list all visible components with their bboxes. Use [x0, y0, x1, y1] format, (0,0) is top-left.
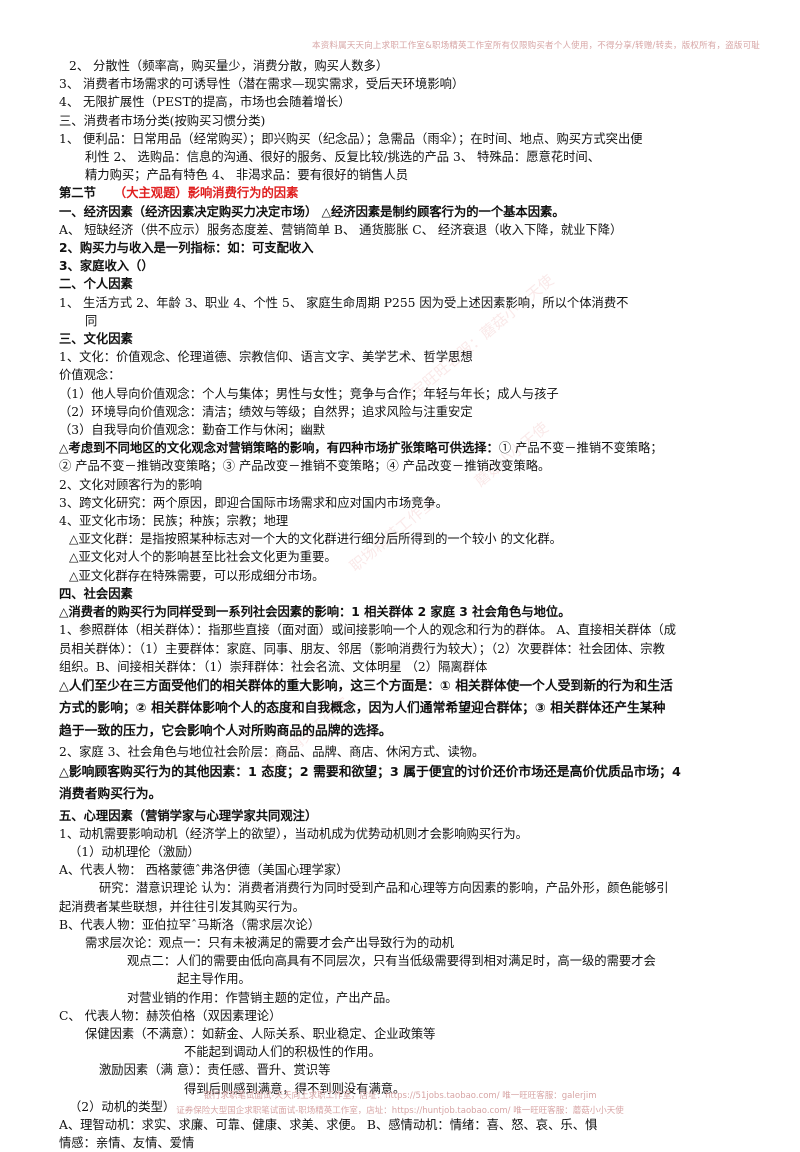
text-line: 3、 消费者市场需求的可诱导性（潜在需求—现实需求，受后天环境影响） — [59, 77, 465, 92]
section-heading: 第二节 （大主观题）影响消费行为的因素 — [59, 184, 759, 202]
text-line: ② 产品不变－推销改变策略；③ 产品改变－推销不变策略；④ 产品改变－推销改变策… — [59, 459, 551, 474]
text-line: A、 短缺经济（供不应示）服务态度差、营销简单 B、 通货膨胀 C、 经济衰退（… — [59, 222, 623, 237]
bold-text: △考虑到不同地区的文化观念对营销策略的影响，有四种市场扩张策略可供选择： — [59, 441, 499, 456]
heading-line: 四、社会因素 — [59, 586, 133, 601]
text-line: （1）动机理伦（激励） — [69, 845, 200, 860]
text-line: 4、 无限扩展性（PEST的提高，市场也会随着增长） — [59, 95, 351, 110]
footer-line-1: 银行求职笔试面试-天天向上求职工作室，店址：https://51jobs.tao… — [203, 1091, 597, 1101]
text-line: C、 代表人物：赫茨伯格（双因素理论） — [59, 1008, 282, 1023]
text-line: （1）他人导向价值观念：个人与集体；男性与女性；竞争与合作；年轻与年长；成人与孩… — [59, 386, 559, 401]
text-line: 员相关群体）：（1）主要群体：家庭、同事、朋友、邻居（影响消费行为较大）；（2）… — [59, 641, 665, 656]
text-line: 研究：潜意识理论 认为：消费者消费行为同时受到产品和心理等方向因素的影响，产品外… — [99, 881, 669, 896]
text-line: 保健因素（不满意）：如薪金、人际关系、职业稳定、企业政策等 — [85, 1027, 436, 1042]
text-line: 2、文化对顾客行为的影响 — [59, 477, 203, 492]
text-line: 利性 2、 选购品：信息的沟通、很好的服务、反复比较/挑选的产品 3、 特殊品：… — [85, 150, 601, 165]
heading-line: 消费者购买行为。 — [59, 787, 162, 803]
text-line: 1、动机需要影响动机（经济学上的欲望），当动机成为优势动机则才会影响购买行为。 — [59, 826, 528, 841]
heading-line: 一、经济因素（经济因素决定购买力决定市场） △经济因素是制约顾客行为的一个基本因… — [59, 204, 565, 219]
text-line: 得到后则感到满意，得不到则没有满意。 — [184, 1081, 406, 1096]
mixed-line: △考虑到不同地区的文化观念对营销策略的影响，有四种市场扩张策略可供选择：① 产品… — [59, 439, 759, 457]
text-line: 同 — [85, 313, 98, 328]
text-line: 观点二：人们的需要由低向高具有不同层次，只有当低级需要得到相对满足时，高一级的需… — [127, 954, 656, 969]
text-line: 组织。B、间接相关群体：（1）崇拜群体：社会名流、文体明星 （2）隔离群体 — [59, 659, 488, 674]
text-line: 1、文化：价值观念、伦理道德、宗教信仰、语言文字、美学艺术、哲学思想 — [59, 350, 473, 365]
text-line: 起消费者某些联想，并往往引发其购买行为。 — [59, 899, 305, 914]
heading-line: 三、文化因素 — [59, 332, 133, 347]
text-line: 不能起到调动人们的积极性的作用。 — [184, 1045, 381, 1060]
heading-line: 3、家庭收入（） — [59, 259, 154, 274]
heading-line: 方式的影响；② 相关群体影响个人的态度和自我概念，因为人们通常希望迎合群体；③ … — [59, 701, 666, 717]
text-line: 精力购买；产品有特色 4、 非渴求品：要有很好的销售人员 — [85, 168, 409, 183]
text-line: 对营业销的作用：作营销主题的定位，产出产品。 — [127, 990, 398, 1005]
text-line: △亚文化对人个的影响甚至比社会文化更为重要。 — [69, 550, 337, 565]
text-line: 情感：亲情、友情、爱情 — [59, 1136, 195, 1151]
text-line: 1、参照群体（相关群体）：指那些直接（面对面）或间接影响一个人的观念和行为的群体… — [59, 623, 677, 638]
text-line: 2、 分散性（频率高，购买量少，消费分散，购买人数多） — [69, 59, 389, 73]
heading-line: △消费者的购买行为同样受到一系列社会因素的影响：1 相关群体 2 家庭 3 社会… — [59, 605, 571, 620]
section-number: 第二节 — [59, 186, 96, 201]
text-line: 起主导作用。 — [177, 972, 251, 987]
text-line: 价值观念： — [59, 368, 121, 383]
footer-line-2: 证券保险大型国企求职笔试面试-职场精英工作室，店址：https://huntjo… — [176, 1106, 624, 1116]
heading-line: △影响顾客购买行为的其他因素：1 态度；2 需要和欲望；3 属于便宜的讨价还价市… — [59, 764, 681, 780]
text-line: B、代表人物：亚伯拉罕ˆ马斯洛（需求层次论） — [59, 917, 321, 932]
text-line: 需求层次论：观点一：只有未被满足的需要才会产出导致行为的动机 — [85, 936, 454, 951]
section-title: （大主观题）影响消费行为的因素 — [113, 186, 299, 201]
text: ① 产品不变－推销不变策略； — [498, 441, 663, 456]
text-line: （3）自我导向价值观念：勤奋工作与休闲；幽默 — [59, 423, 326, 438]
heading-line: △人们至少在三方面受他们的相关群体的重大影响，这三个方面是：① 相关群体使一个人… — [59, 678, 673, 694]
text-line: 4、亚文化市场：民族；种族；宗教；地理 — [59, 514, 289, 529]
text-line: 3、跨文化研究：两个原因，即迎合国际市场需求和应对国内市场竞争。 — [59, 495, 449, 510]
document-body: 2、 分散性（频率高，购买量少，消费分散，购买人数多） 3、 消费者市场需求的可… — [59, 57, 759, 1152]
text-line: A、理智动机：求实、求廉、可靠、健康、求美、求便。 B、感情动机：情绪：喜、怒、… — [59, 1118, 598, 1133]
text-line: △亚文化群：是指按照某种标志对一个大的文化群进行细分后所得到的一个较小 的文化群… — [69, 532, 562, 547]
text-line: 2、家庭 3、社会角色与地位社会阶层：商品、品牌、商店、休闲方式、读物。 — [59, 745, 485, 760]
heading-line: 五、心理因素（营销学家与心理学家共同观注） — [59, 808, 318, 823]
text-line: 三、消费者市场分类(按购买习惯分类) — [59, 113, 266, 128]
heading-line: 2、购买力与收入是一列指标：如：可支配收入 — [59, 241, 314, 256]
text-line: A、代表人物： 西格蒙德ˆ弗洛伊德（美国心理学家） — [59, 863, 349, 878]
heading-line: 二、个人因素 — [59, 277, 133, 292]
page-header-notice: 本资料属天天向上求职工作室&职场精英工作室所有仅限购买者个人使用，不得分享/转赠… — [312, 41, 760, 51]
text-line: （2）环境导向价值观念：清洁；绩效与等级；自然界；追求风险与注重安定 — [59, 404, 473, 419]
text-line: （2）动机的类型） — [69, 1099, 176, 1114]
text-line: 1、 便利品：日常用品（经常购买）；即兴购买（纪念品）；急需品（雨伞）；在时间、… — [59, 131, 643, 146]
text-line: 激励因素（满 意）：责任感、晋升、赏识等 — [99, 1063, 331, 1078]
text-line: 1、 生活方式 2、年龄 3、职业 4、个性 5、 家庭生命周期 P255 因为… — [59, 295, 629, 310]
text-line: △亚文化群存在特殊需要，可以形成细分市场。 — [69, 568, 325, 583]
heading-line: 趋于一致的压力，它会影响个人对所购商品的品牌的选择。 — [59, 723, 392, 739]
